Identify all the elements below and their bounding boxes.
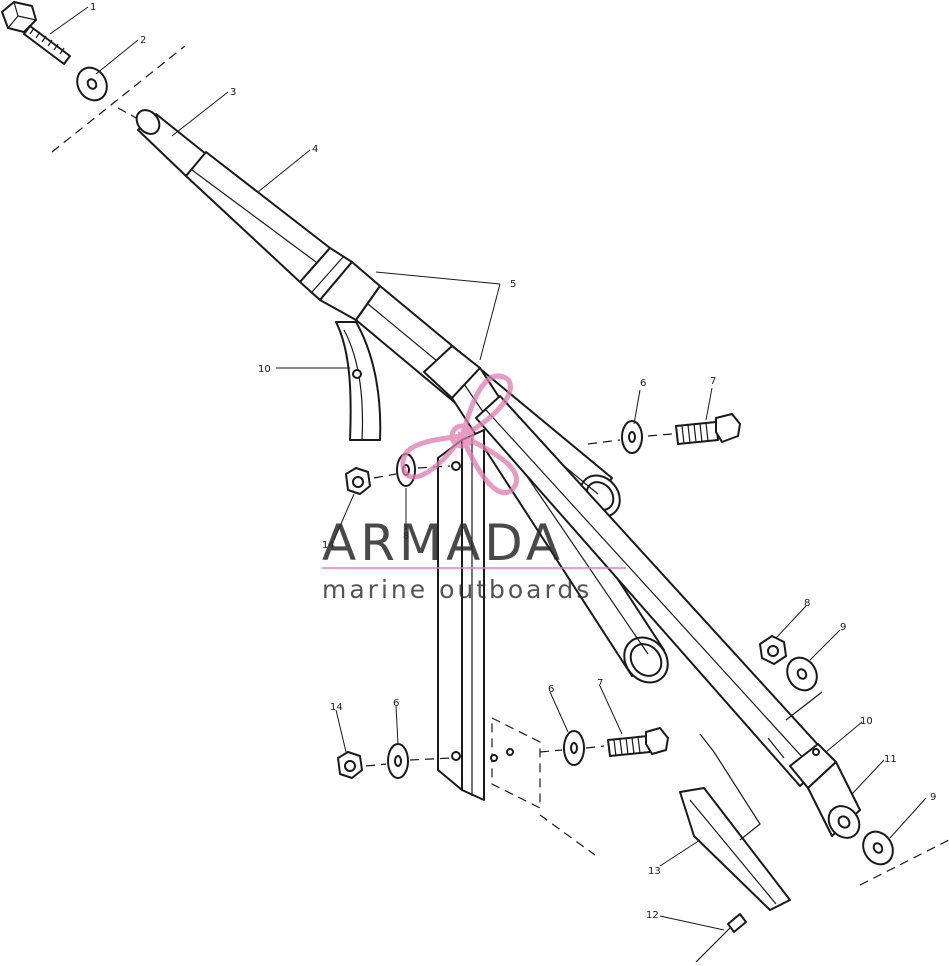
part-bolt-top <box>1 1 71 65</box>
part-bolt-7a <box>647 413 741 445</box>
part-bracket-plate <box>490 717 541 809</box>
callout-14-upper: 14 <box>322 540 335 551</box>
part-bolt-12 <box>695 913 747 963</box>
watermark-brand: ARMADA <box>322 514 564 572</box>
part-vertical-plates <box>437 429 485 801</box>
part-washer-9b <box>862 830 894 866</box>
axis-line-lower <box>539 814 596 856</box>
part-nut-14a <box>345 467 371 495</box>
callout-10-left: 10 <box>258 364 271 375</box>
axis-line-bottom-right <box>859 839 949 886</box>
callout-2: 2 <box>140 35 146 46</box>
callout-7-lower: 7 <box>597 678 603 689</box>
propeller-icon <box>400 373 519 495</box>
callout-3: 3 <box>230 87 236 98</box>
watermark-tagline: marine outboards <box>322 575 592 604</box>
part-washer-2 <box>76 66 108 102</box>
callout-6-upper: 6 <box>640 378 646 389</box>
part-wedge-13 <box>679 787 791 911</box>
callout-11: 11 <box>884 754 897 765</box>
callout-9-upper: 9 <box>840 622 846 633</box>
callout-13: 13 <box>648 866 661 877</box>
part-washer-6a <box>587 420 643 454</box>
callout-5: 5 <box>510 279 516 290</box>
axis-line-top <box>51 45 186 153</box>
bracket-lines-right <box>699 691 823 841</box>
leader-lines <box>49 6 927 931</box>
part-nut-8 <box>759 635 787 665</box>
callout-9-lower: 9 <box>930 792 936 803</box>
part-left-arm <box>335 321 382 441</box>
callout-10-right: 10 <box>860 716 873 727</box>
callout-6-lower-mid: 6 <box>548 684 554 695</box>
part-washer-9a <box>786 656 818 692</box>
watermark-logo: ARMADA marine outboards <box>322 373 626 604</box>
callout-labels: 1 2 3 4 5 6 7 10 14 8 8 9 10 11 9 14 6 6… <box>90 2 936 921</box>
part-bolt-7b <box>585 727 669 757</box>
part-washer-6c <box>539 730 585 766</box>
callout-14-lower: 14 <box>330 702 343 713</box>
part-long-tube <box>475 395 861 839</box>
part-upper-tube <box>135 109 381 321</box>
callout-7-upper: 7 <box>710 376 716 387</box>
part-nut-14b <box>337 751 363 779</box>
callout-12: 12 <box>646 910 659 921</box>
callout-4: 4 <box>312 144 318 155</box>
callout-6-lower-left: 6 <box>393 698 399 709</box>
callout-8-left: 8 <box>403 531 409 542</box>
callout-8-right: 8 <box>804 598 810 609</box>
callout-1: 1 <box>90 2 96 13</box>
